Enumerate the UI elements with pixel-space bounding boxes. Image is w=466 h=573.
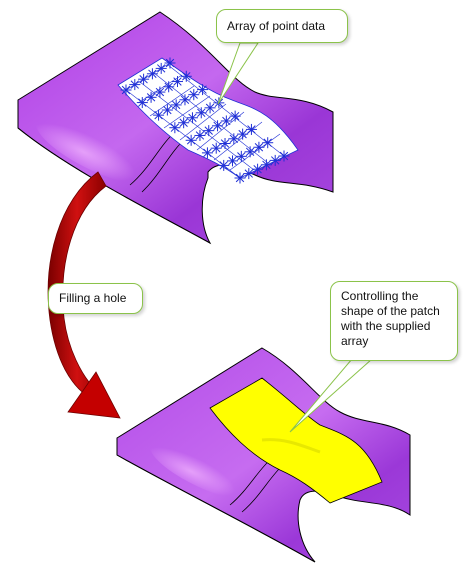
filled-patch (209, 377, 383, 504)
asterisk-icon (138, 73, 150, 85)
asterisk-icon (169, 122, 181, 134)
asterisk-icon (220, 115, 232, 127)
callout-point-array-line: Array of point data (227, 19, 326, 33)
asterisk-icon (164, 57, 176, 69)
asterisk-icon (197, 84, 209, 96)
asterisk-icon (171, 76, 183, 88)
asterisk-icon (136, 97, 148, 109)
asterisk-icon (235, 150, 247, 162)
callout-filling-hole-line: Filling a hole (59, 291, 127, 305)
asterisk-icon (186, 112, 198, 124)
curved-arrow-icon (47, 171, 121, 419)
callout-controlling-line-4: array (341, 334, 369, 348)
callout-controlling-patch: Controlling the shape of the patch with … (330, 281, 458, 361)
asterisk-icon (234, 172, 246, 184)
asterisk-icon (229, 110, 241, 122)
asterisk-icon (188, 89, 200, 101)
asterisk-icon (212, 120, 224, 132)
asterisk-icon (153, 109, 165, 121)
asterisk-icon (170, 99, 182, 111)
callout-pointer-point-array (217, 42, 259, 105)
asterisk-icon (253, 141, 265, 153)
callout-point-array: Array of point data (216, 9, 348, 43)
asterisk-icon (145, 91, 157, 103)
asterisk-icon (154, 86, 166, 98)
asterisk-icon (163, 81, 175, 93)
asterisk-icon (185, 134, 197, 146)
asterisk-icon (146, 68, 158, 80)
bottom-surface-edge (116, 454, 316, 563)
bottom-surface-highlight (150, 439, 260, 501)
bottom-surface-group (116, 347, 411, 563)
asterisk-icon (178, 117, 190, 129)
asterisk-icon (244, 146, 256, 158)
asterisk-icon (210, 142, 222, 154)
asterisk-icon (204, 102, 216, 114)
asterisk-icon (161, 104, 173, 116)
top-surface-edge (17, 127, 211, 244)
patch-shading (261, 438, 321, 454)
asterisk-icon (194, 129, 206, 141)
asterisk-icon (120, 84, 132, 96)
arrow-head (67, 371, 121, 419)
callout-controlling-line-1: Controlling the (341, 289, 419, 303)
asterisk-icon (195, 107, 207, 119)
asterisk-icon (180, 70, 192, 82)
asterisk-icon (203, 125, 215, 137)
asterisk-icon (245, 123, 257, 135)
asterisk-icon (252, 163, 264, 175)
callout-controlling-line-3: with the supplied (341, 319, 431, 333)
callout-controlling-line-2: shape of the patch (341, 304, 440, 318)
top-surface-highlight (35, 114, 165, 186)
asterisk-icon (179, 94, 191, 106)
asterisk-icon (269, 154, 281, 166)
asterisk-icon (155, 62, 167, 74)
asterisk-icon (237, 128, 249, 140)
asterisk-icon (219, 137, 231, 149)
callout-filling-hole: Filling a hole (48, 283, 143, 314)
point-markers (120, 57, 290, 184)
asterisk-icon (262, 137, 274, 149)
asterisk-icon (260, 159, 272, 171)
asterisk-icon (201, 147, 213, 159)
asterisk-icon (228, 133, 240, 145)
asterisk-icon (227, 155, 239, 167)
asterisk-icon (278, 150, 290, 162)
asterisk-icon (218, 159, 230, 171)
asterisk-icon (243, 168, 255, 180)
asterisk-icon (129, 79, 141, 91)
